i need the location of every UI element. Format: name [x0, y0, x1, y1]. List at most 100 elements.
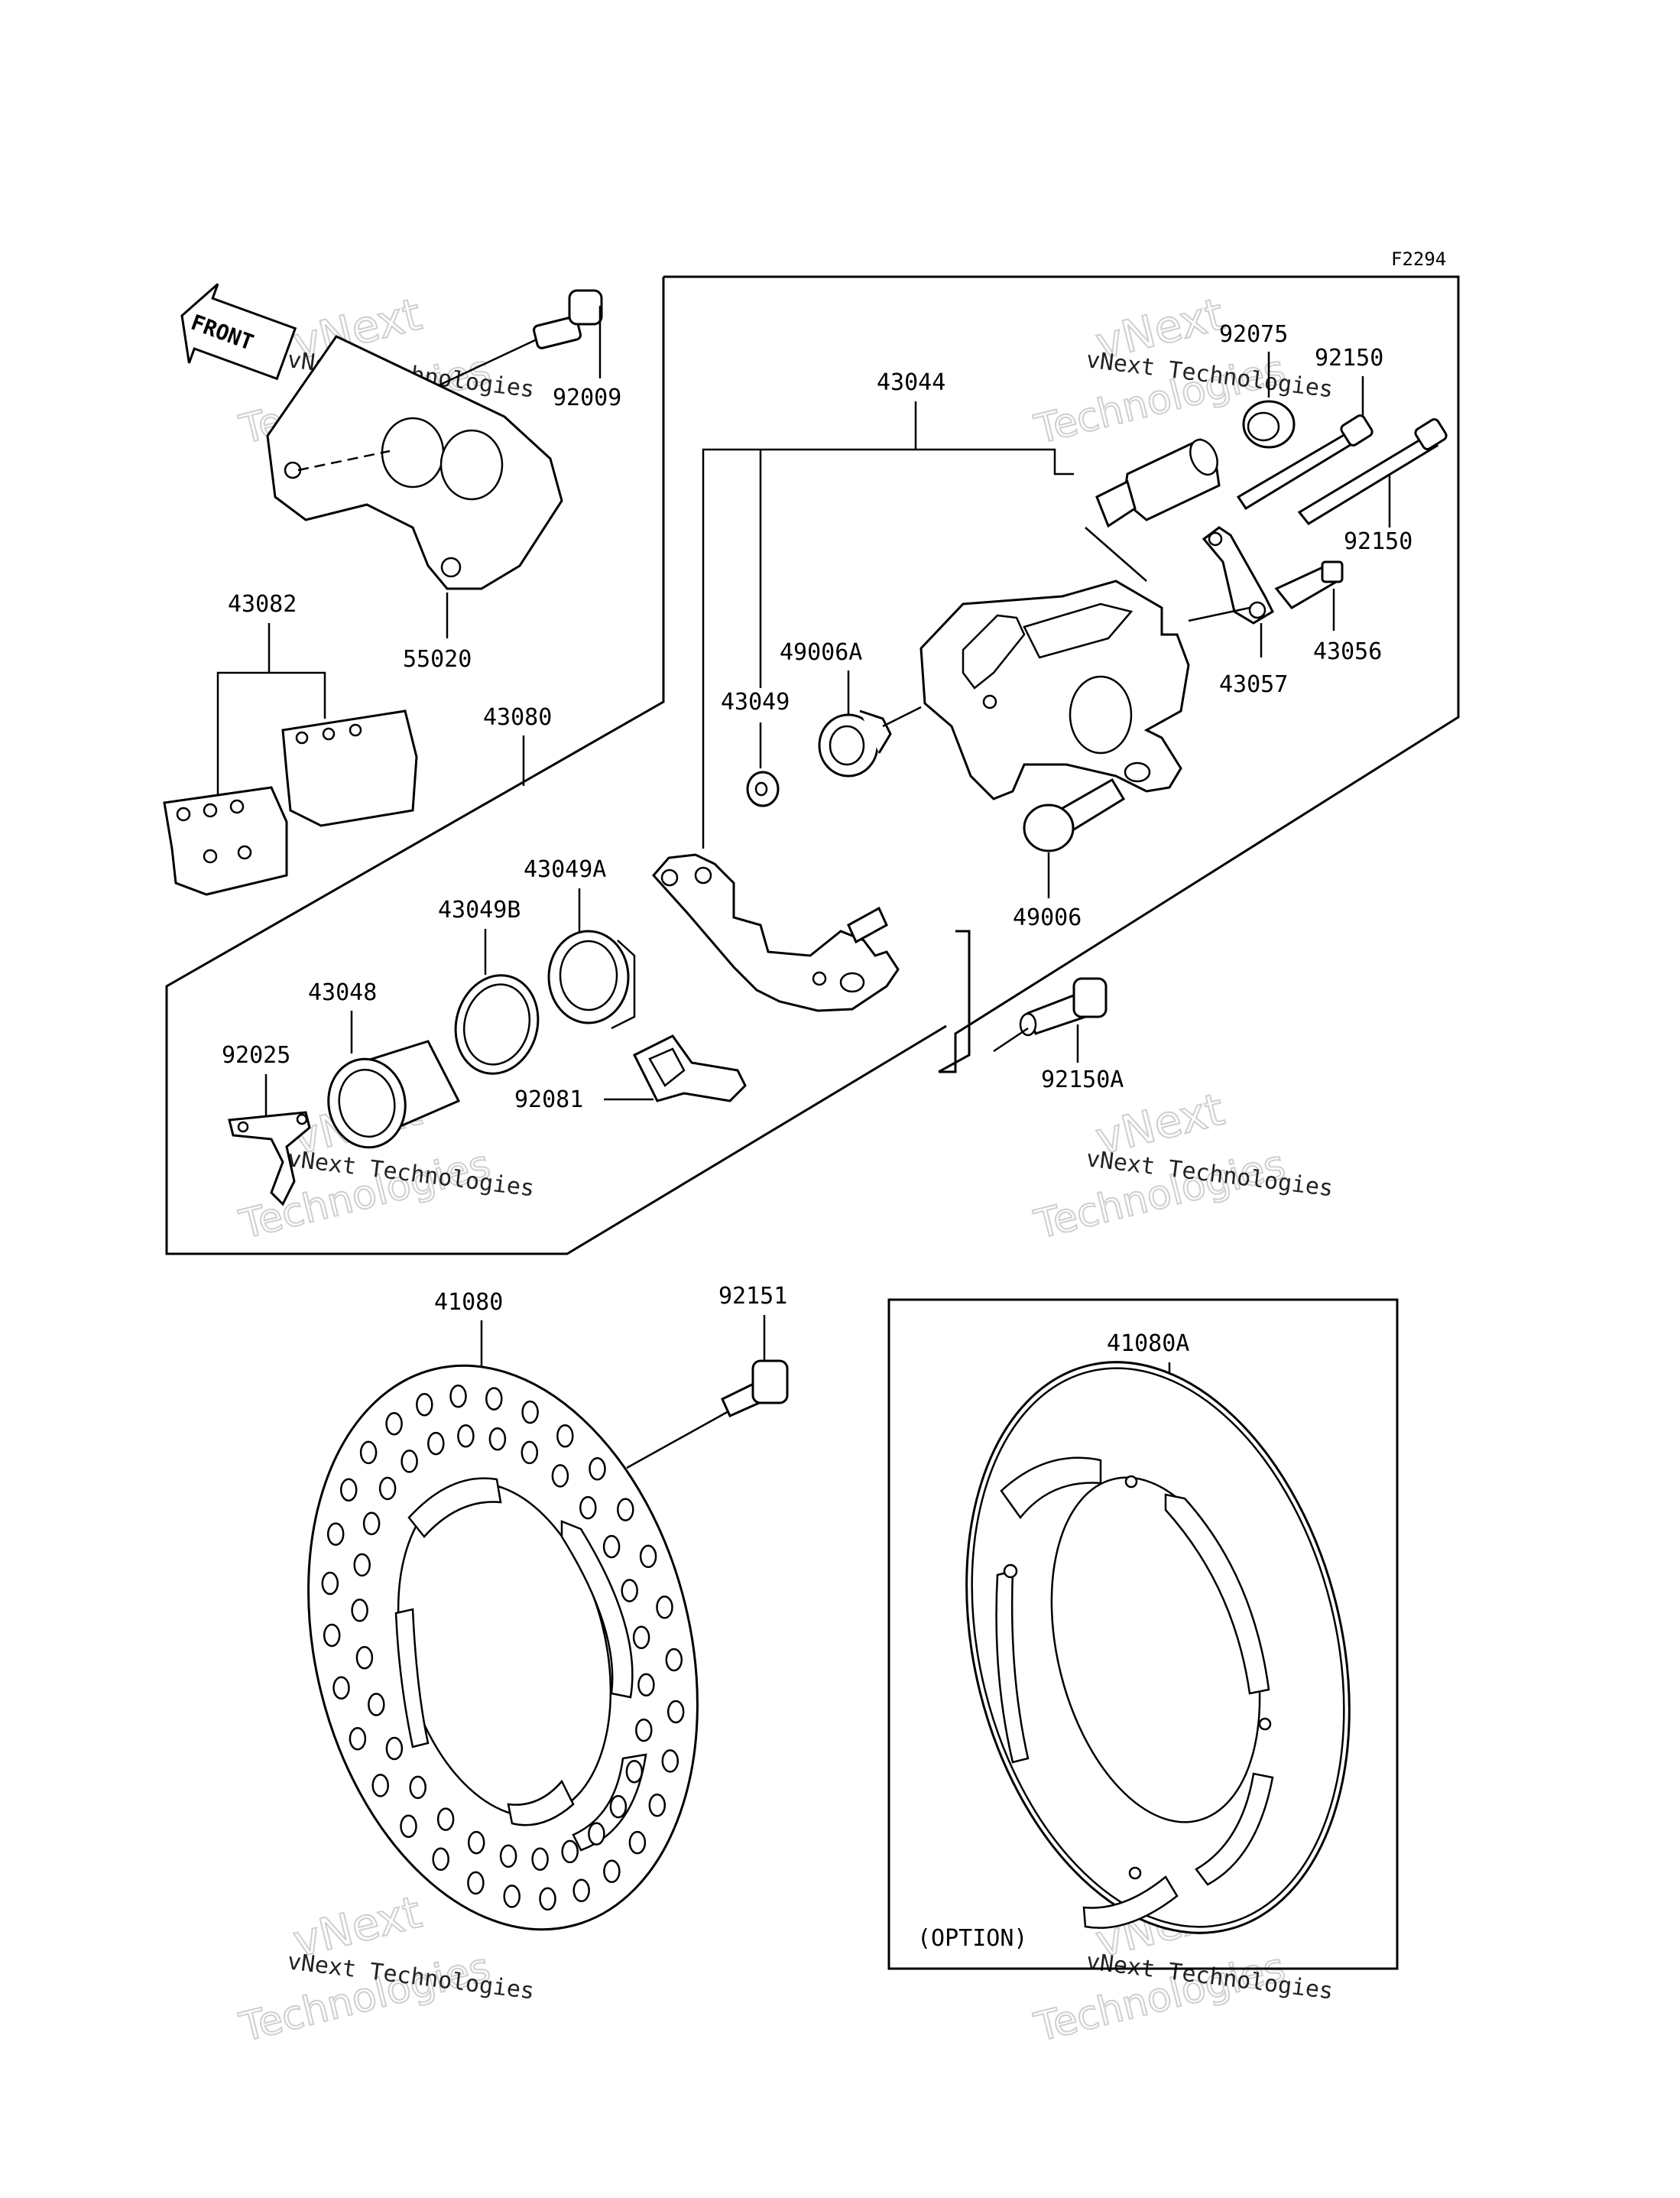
disc-vent-hole — [485, 1387, 503, 1411]
label-41080A: 41080A — [1107, 1330, 1189, 1357]
disc-vent-hole — [625, 1759, 644, 1784]
label-43080: 43080 — [483, 704, 552, 731]
disc-vent-hole — [521, 1440, 539, 1465]
disc-vent-hole — [666, 1700, 685, 1724]
disc-vent-hole — [326, 1522, 345, 1546]
disc-vent-hole — [589, 1457, 606, 1481]
part-43049-washer — [746, 771, 780, 807]
leader-43082 — [216, 671, 326, 803]
label-92081: 92081 — [514, 1086, 583, 1113]
part-43044-caliper-bracket — [651, 853, 900, 1012]
disc-vent-hole — [639, 1544, 657, 1569]
disc-vent-hole — [628, 1830, 647, 1855]
part-43049A-seal — [547, 930, 636, 1030]
disc-vent-hole — [359, 1440, 378, 1465]
label-43056: 43056 — [1313, 638, 1382, 665]
disc-vent-hole — [617, 1498, 634, 1521]
disc-vent-hole — [661, 1749, 679, 1773]
label-92150-mid: 92150 — [1344, 528, 1412, 555]
part-43048-piston — [327, 1040, 461, 1149]
disc-vent-hole — [349, 1726, 367, 1751]
disc-vent-hole — [499, 1844, 517, 1868]
part-49006-bolt — [1023, 778, 1126, 852]
disc-vent-hole — [539, 1887, 556, 1911]
part-92025-clip — [228, 1111, 311, 1206]
disc-vent-hole — [409, 1775, 426, 1800]
label-92009: 92009 — [553, 385, 621, 411]
label-92151: 92151 — [718, 1283, 787, 1310]
part-41080A-disc — [965, 1361, 1351, 1934]
part-55020-bracket — [266, 335, 563, 638]
disc-vent-hole — [602, 1534, 621, 1559]
disc-vent-hole — [665, 1648, 683, 1672]
part-92151-bolt — [721, 1359, 789, 1417]
label-43049: 43049 — [721, 689, 790, 716]
caliper-assembly-boundary-left — [165, 277, 947, 1255]
disc-vent-hole — [503, 1885, 521, 1908]
label-43048: 43048 — [308, 979, 377, 1006]
part-43049B-seal — [454, 974, 540, 1075]
disc-vent-hole — [637, 1673, 655, 1696]
disc-vent-hole — [378, 1476, 397, 1501]
label-92075: 92075 — [1219, 321, 1288, 348]
disc-vent-hole — [427, 1431, 445, 1456]
part-43044-cylinder — [1085, 438, 1221, 582]
leader-43044 — [702, 448, 1056, 849]
disc-vent-hole — [385, 1411, 403, 1436]
disc-vent-hole — [488, 1427, 507, 1451]
disc-vent-hole — [588, 1822, 605, 1846]
disc-vent-hole — [323, 1623, 341, 1648]
part-92150-pin-bottom — [1297, 418, 1448, 525]
disc-vent-hole — [467, 1871, 485, 1895]
disc-vent-hole — [579, 1495, 597, 1520]
label-41080: 41080 — [434, 1289, 503, 1316]
disc-vent-hole — [621, 1579, 638, 1602]
part-49006A-boot — [818, 709, 892, 778]
label-43049B: 43049B — [438, 897, 521, 924]
label-92150-top: 92150 — [1315, 345, 1383, 372]
front-arrow-icon: FRONT — [180, 283, 297, 381]
disc-vent-hole — [531, 1847, 549, 1872]
label-49006: 49006 — [1013, 904, 1082, 931]
label-92025: 92025 — [222, 1042, 290, 1069]
disc-vent-hole — [561, 1839, 579, 1864]
disc-vent-hole — [436, 1807, 455, 1831]
option-label: (OPTION) — [917, 1925, 1028, 1952]
diagram-code: F2294 — [1391, 248, 1446, 270]
disc-vent-hole — [656, 1596, 673, 1619]
disc-vent-hole — [632, 1625, 650, 1650]
disc-vent-hole — [368, 1693, 385, 1716]
disc-vent-hole — [371, 1774, 389, 1797]
part-92009-bolt — [412, 289, 603, 399]
disc-vent-hole — [353, 1553, 371, 1577]
disc-vent-hole — [556, 1424, 574, 1448]
disc-vent-hole — [457, 1424, 475, 1448]
disc-vent-hole — [339, 1478, 358, 1502]
caliper-assembly-boundary — [663, 275, 1460, 1073]
watermark-mid-right: vNext Technologies vNext Technologies — [1030, 1083, 1335, 1249]
disc-vent-hole — [355, 1645, 374, 1670]
part-43082-pad-front — [163, 786, 288, 896]
disc-vent-hole — [609, 1794, 628, 1819]
part-92150-pin-top — [1236, 414, 1374, 511]
part-92150A-bolt — [1019, 977, 1108, 1037]
disc-vent-hole — [648, 1794, 666, 1817]
caliper-assembly-step — [938, 930, 971, 1073]
disc-vent-hole — [432, 1847, 449, 1872]
disc-vent-hole — [467, 1830, 485, 1855]
disc-vent-hole — [385, 1736, 404, 1761]
disc-vent-hole — [635, 1718, 653, 1742]
part-43056-bleeder — [1274, 560, 1344, 609]
disc-vent-hole — [416, 1392, 433, 1417]
disc-vent-hole — [572, 1878, 590, 1903]
part-41080-disc — [307, 1364, 699, 1931]
label-55020: 55020 — [403, 646, 472, 673]
label-49006A: 49006A — [780, 639, 862, 666]
disc-vent-hole — [449, 1384, 467, 1408]
part-43044-caliper-body — [919, 580, 1190, 800]
disc-vent-hole — [362, 1511, 381, 1536]
option-box — [887, 1298, 1399, 1970]
disc-vent-hole — [521, 1400, 539, 1424]
label-43057: 43057 — [1219, 671, 1288, 698]
